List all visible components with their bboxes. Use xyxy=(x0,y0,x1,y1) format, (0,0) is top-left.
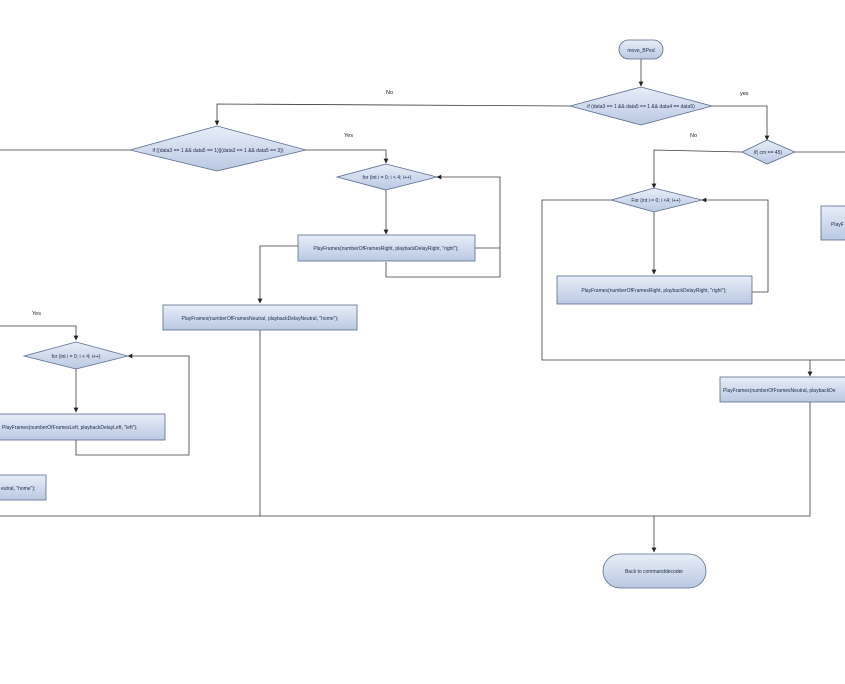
process-play-left: PlayFrames(numberOfFramesLeft, playbackD… xyxy=(0,413,166,441)
edge-far-left-yes xyxy=(0,325,79,341)
loop-right: For (int i = 0; i <4; i++) xyxy=(609,187,703,213)
process-play-partial-right: PlayF xyxy=(820,205,845,241)
svg-text:for (int i = 0; i < 4; i++): for (int i = 0; i < 4; i++) xyxy=(363,175,412,181)
loop-left: for (int i = 0; i < 4; i++) xyxy=(22,341,130,370)
edge-play-neutral-right-down xyxy=(0,402,811,517)
edge-loop-right-return xyxy=(701,197,769,293)
svg-text:if( cm == 45): if( cm == 45) xyxy=(754,150,782,156)
process-play-right-mid: PlayFrames(numberOfFramesRight, playback… xyxy=(297,234,476,262)
edge-loop-mid-back xyxy=(385,247,501,278)
edge-label-right-no: No xyxy=(690,133,697,139)
edge-cond-main-yes xyxy=(712,105,770,141)
edge-cond-main-no xyxy=(214,103,571,126)
edge-loop-mid-exit xyxy=(257,245,298,304)
decision-main: if (data3 == 1 && data5 == 1 && data4 ==… xyxy=(568,86,714,126)
start-terminator: move_BPed xyxy=(618,39,664,60)
svg-text:PlayFrames(numberOfFramesNeutr: PlayFrames(numberOfFramesNeutral, playba… xyxy=(182,316,339,322)
process-play-right-right: PlayFrames(numberOfFramesRight, playback… xyxy=(556,275,753,305)
edge-label-left-yes: Yes xyxy=(344,133,353,139)
edge-label-main-no: No xyxy=(386,90,393,96)
edge-label-far-left-yes: Yes xyxy=(32,311,41,317)
edge-cond-right-no xyxy=(651,149,743,189)
connectors xyxy=(0,59,845,553)
end-terminator: Back to commanddecoder xyxy=(602,553,707,589)
svg-text:For (int i = 0; i <4; i++): For (int i = 0; i <4; i++) xyxy=(631,198,681,204)
svg-text:if ((data3 == 1 && data5 == 1): if ((data3 == 1 && data5 == 1)||(data3 =… xyxy=(152,148,283,154)
svg-text:PlayFrames(numberOfFramesNeutr: PlayFrames(numberOfFramesNeutral, playba… xyxy=(723,388,836,394)
svg-text:if (data3 == 1 && data5 == 1 &: if (data3 == 1 && data5 == 1 && data4 ==… xyxy=(587,104,695,110)
edge-loop-left-return xyxy=(75,353,190,456)
process-play-neutral-right: PlayFrames(numberOfFramesNeutral, playba… xyxy=(719,376,845,403)
svg-text:PlayFrames(numberOfFramesRight: PlayFrames(numberOfFramesRight, playback… xyxy=(581,288,726,294)
edge-loop-right-exit xyxy=(541,199,845,361)
edge-loop-mid-return xyxy=(436,174,501,248)
edge-cond-left-yes xyxy=(306,149,389,164)
svg-text:move_BPed: move_BPed xyxy=(627,48,654,54)
svg-text:PlayFrames(numberOfFramesLeft,: PlayFrames(numberOfFramesLeft, playbackD… xyxy=(2,425,138,431)
svg-text:for (int i = 0; i < 4; i++): for (int i = 0; i < 4; i++) xyxy=(52,354,101,360)
process-play-neutral-mid: PlayFrames(numberOfFramesNeutral, playba… xyxy=(162,304,358,331)
svg-text:eutral, "home");: eutral, "home"); xyxy=(1,486,35,492)
decision-right: if( cm == 45) xyxy=(741,139,797,165)
edge-label-main-yes: yes xyxy=(740,91,749,97)
svg-text:Back to commanddecoder: Back to commanddecoder xyxy=(625,569,683,575)
decision-left: if ((data3 == 1 && data5 == 1)||(data3 =… xyxy=(128,125,307,172)
loop-mid: for (int i = 0; i < 4; i++) xyxy=(335,163,438,191)
process-play-neutral-left: eutral, "home"); xyxy=(0,474,47,501)
svg-text:PlayFrames(numberOfFramesRight: PlayFrames(numberOfFramesRight, playback… xyxy=(313,246,458,252)
svg-text:PlayF: PlayF xyxy=(831,222,844,228)
